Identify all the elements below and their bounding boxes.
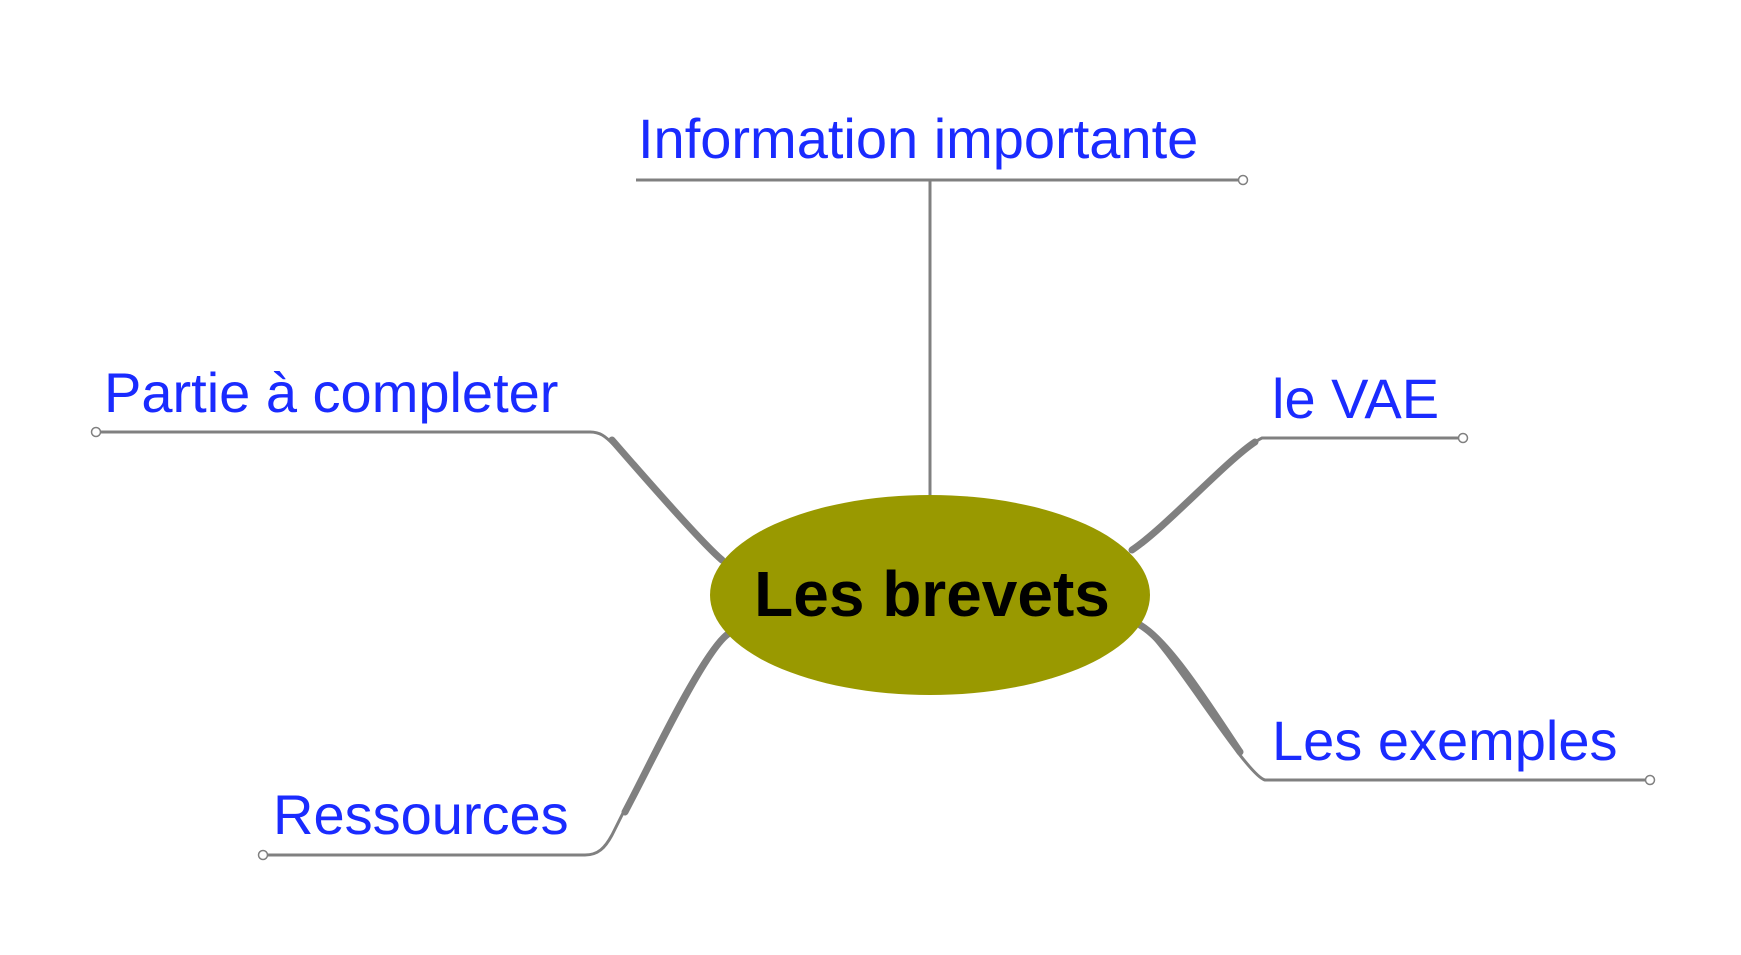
connector-le-vae [1128,432,1469,554]
central-topic-label: Les brevets [754,558,1110,630]
connector-ressources [257,630,732,861]
central-topic[interactable]: Les brevets [710,495,1150,695]
branch-information-importante[interactable]: Information importante [638,107,1198,170]
connector-les-exemples [1136,621,1656,786]
connector-information-importante [636,174,1249,495]
branch-ressources[interactable]: Ressources [273,783,569,846]
central-topic-bubble [710,495,1150,695]
branch-les-exemples[interactable]: Les exemples [1272,709,1618,772]
branch-le-vae[interactable]: le VAE [1272,367,1439,430]
branch-partie-a-completer[interactable]: Partie à completer [104,361,558,424]
connector-partie-a-completer [90,426,726,564]
